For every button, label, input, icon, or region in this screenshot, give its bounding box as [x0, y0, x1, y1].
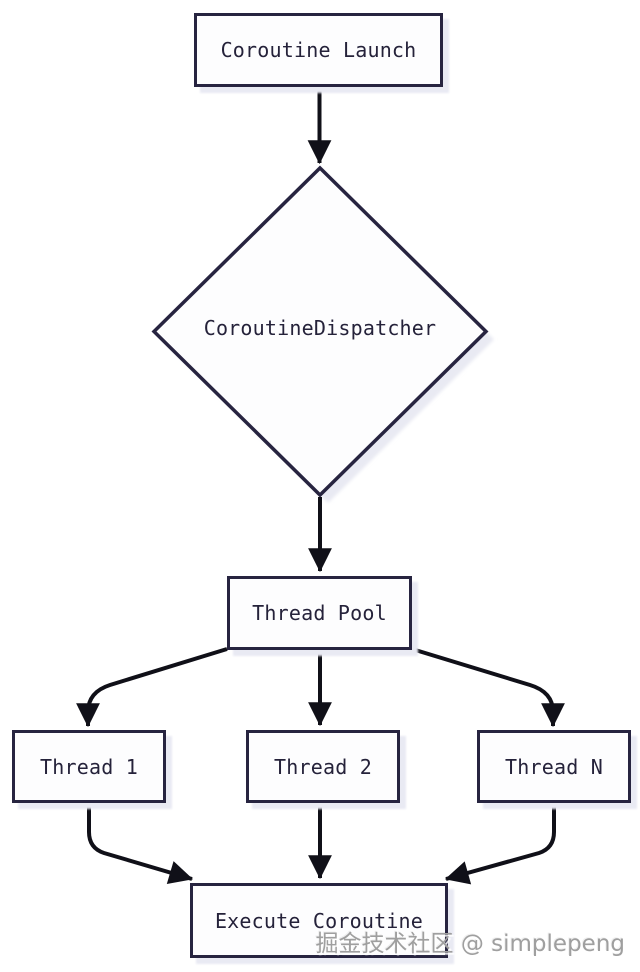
node-coroutine-launch-label: Coroutine Launch — [220, 38, 417, 62]
node-execute-coroutine: Execute Coroutine — [190, 883, 448, 958]
edge-thread-1-to-execute — [87, 804, 194, 884]
node-thread-n-label: Thread N — [505, 754, 603, 779]
edge-thread-n-to-execute — [444, 804, 556, 885]
node-thread-pool: Thread Pool — [227, 576, 412, 650]
node-coroutine-dispatcher-shape — [151, 165, 489, 498]
node-thread-1-label: Thread 1 — [40, 754, 138, 779]
node-thread-2-label: Thread 2 — [274, 754, 372, 779]
node-execute-coroutine-label: Execute Coroutine — [214, 908, 424, 933]
node-coroutine-dispatcher-label: CoroutineDispatcher — [203, 316, 437, 340]
node-thread-1: Thread 1 — [12, 730, 166, 803]
node-coroutine-launch: Coroutine Launch — [194, 13, 443, 87]
node-thread-n: Thread N — [477, 730, 631, 803]
node-thread-2: Thread 2 — [246, 730, 400, 803]
watermark: 掘金技术社区 @ simplepeng — [315, 931, 625, 957]
edge-pool-to-thread-1 — [76, 647, 228, 728]
edge-pool-to-thread-n — [411, 647, 565, 728]
node-thread-pool-label: Thread Pool — [252, 601, 387, 625]
